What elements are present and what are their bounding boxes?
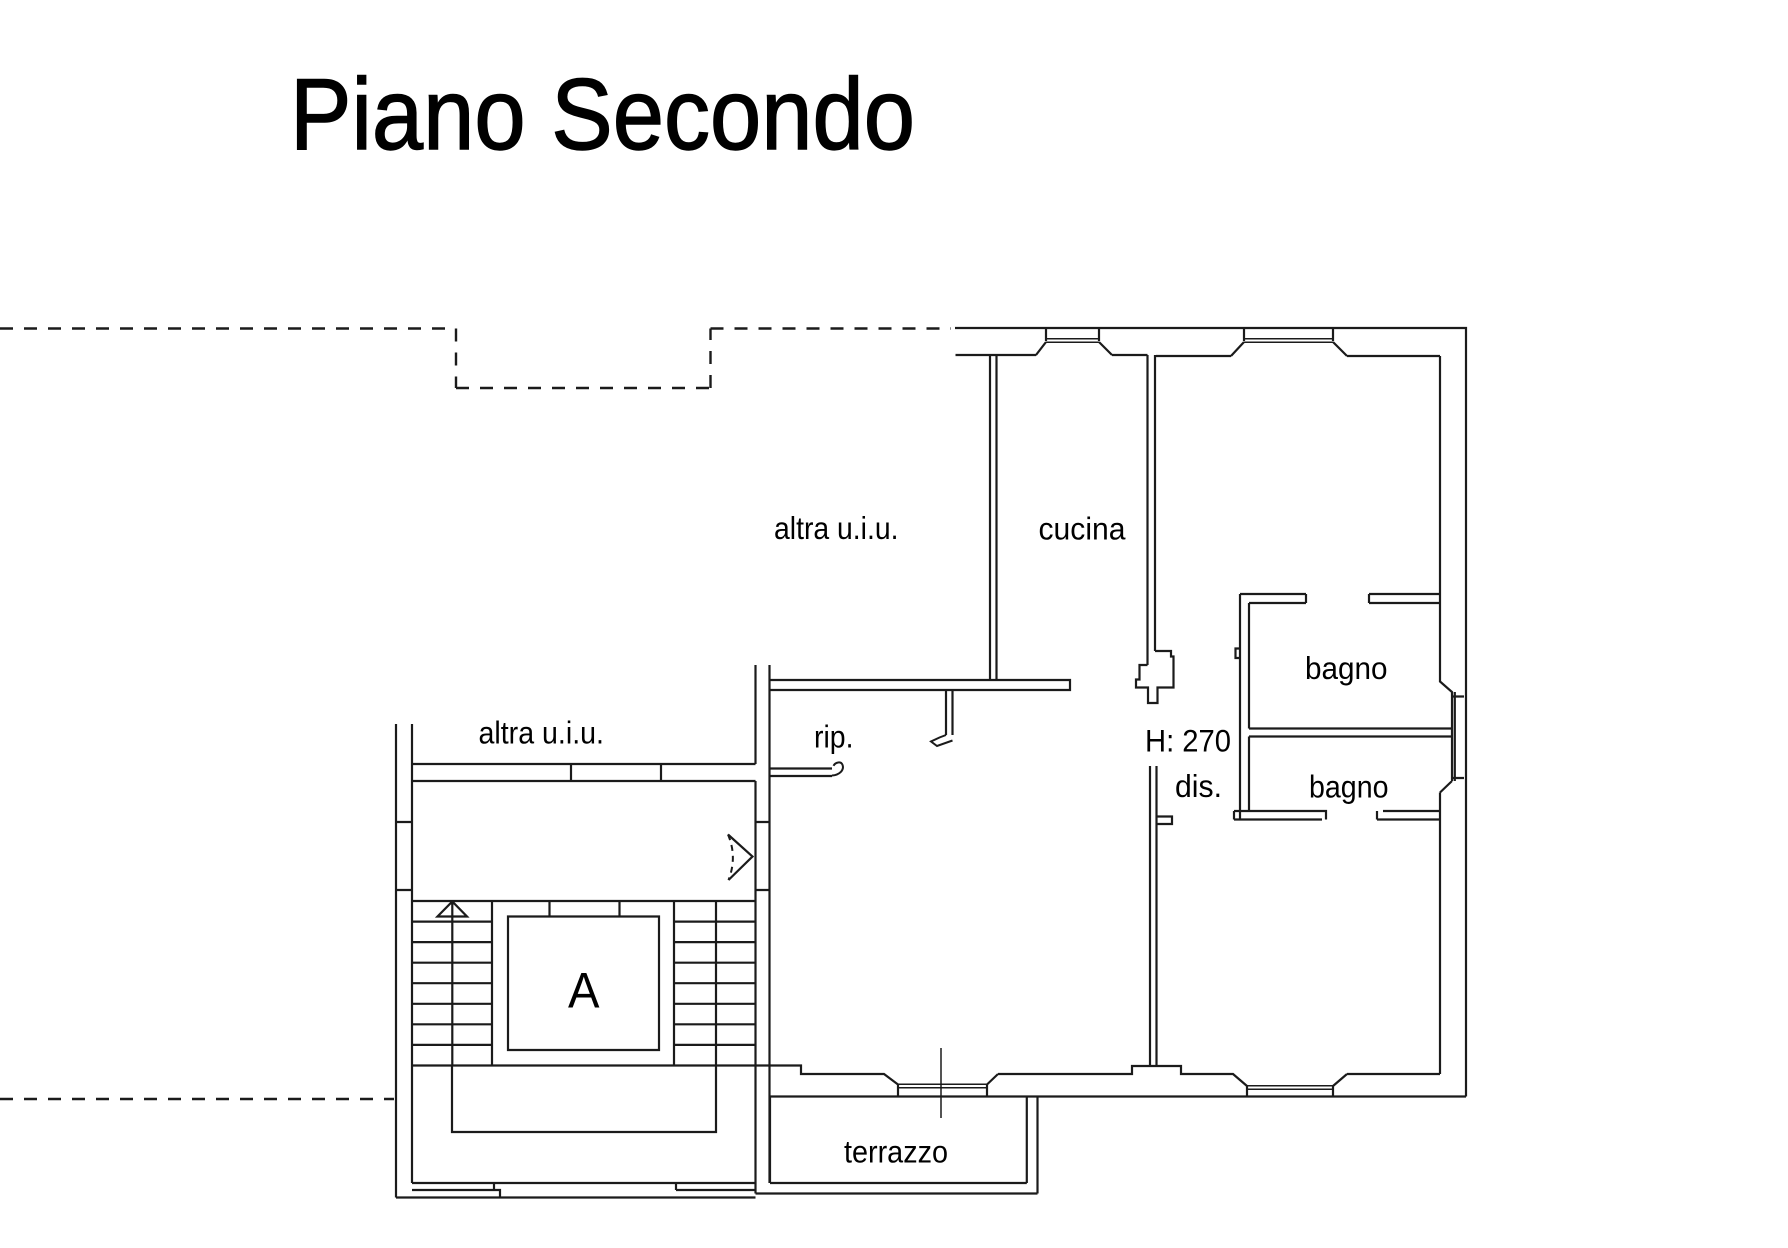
svg-text:terrazzo: terrazzo [844,1134,948,1170]
svg-text:bagno: bagno [1309,768,1389,804]
svg-text:altra u.i.u.: altra u.i.u. [774,510,899,546]
svg-text:cucina: cucina [1039,511,1126,547]
svg-text:altra u.i.u.: altra u.i.u. [479,715,605,751]
svg-text:dis.: dis. [1175,768,1222,804]
svg-text:Piano Secondo: Piano Secondo [290,59,915,171]
svg-text:H: 270: H: 270 [1145,723,1231,759]
svg-text:bagno: bagno [1305,650,1388,686]
svg-text:rip.: rip. [814,719,854,755]
svg-text:A: A [568,963,600,1019]
